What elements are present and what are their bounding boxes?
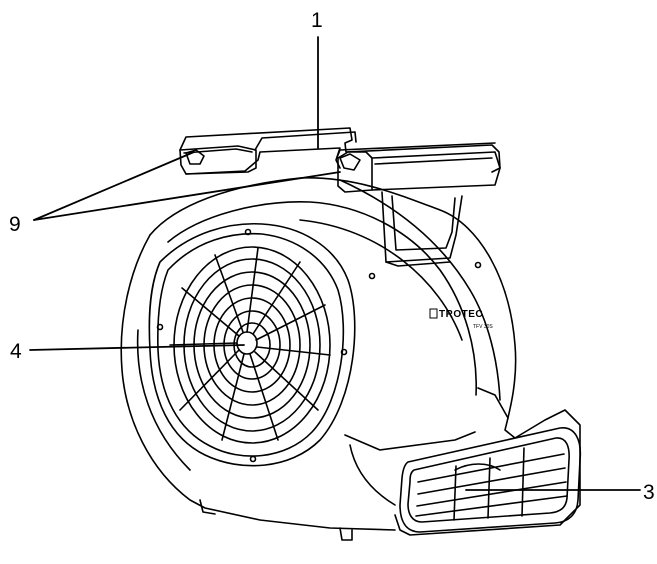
brand-plate: TROTEC TFV 30S (429, 308, 493, 330)
air-outlet-grille (399, 427, 582, 533)
leader-4 (29, 344, 245, 351)
callout-label-9: 9 (9, 213, 21, 236)
callout-label-4: 4 (10, 340, 22, 363)
callout-labels: 1 9 4 3 (9, 9, 655, 504)
brand-name: TROTEC (439, 309, 483, 320)
callout-label-1: 1 (311, 9, 323, 32)
fan-grille (148, 222, 356, 467)
leader-9a (33, 151, 195, 221)
model-name: TFV 30S (473, 324, 493, 330)
carry-handle (179, 127, 501, 267)
callout-leaders (29, 36, 641, 491)
callout-label-3: 3 (643, 481, 655, 504)
leader-9b (33, 171, 341, 221)
fan-housing (120, 177, 581, 541)
